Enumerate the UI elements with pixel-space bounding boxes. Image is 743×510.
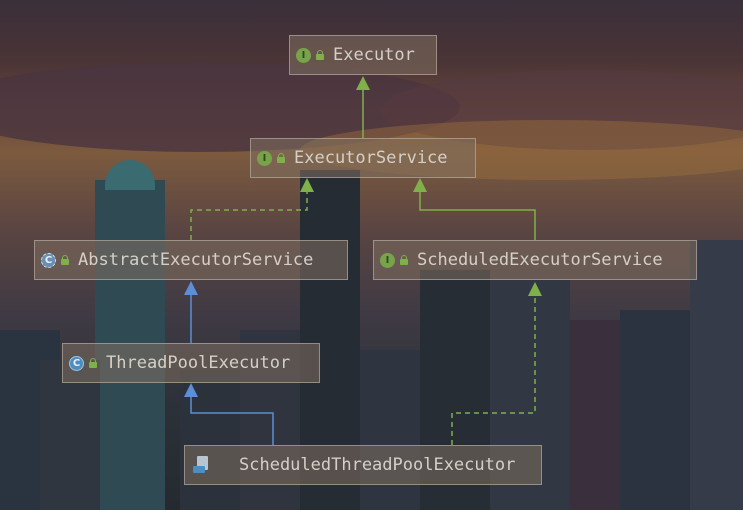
node-thread-pool-executor[interactable]: C ThreadPoolExecutor [62, 343, 320, 383]
node-label: ThreadPoolExecutor [106, 353, 291, 373]
node-label: ExecutorService [294, 148, 448, 168]
node-scheduled-thread-pool-executor[interactable]: ScheduledThreadPoolExecutor [184, 445, 542, 485]
node-executor[interactable]: I Executor [289, 35, 437, 75]
lock-icon [88, 358, 98, 368]
node-label: AbstractExecutorService [78, 250, 314, 270]
arrowhead [184, 281, 198, 295]
lock-icon [315, 50, 325, 60]
class-file-icon [193, 456, 209, 474]
edge-scheduled-thread-pool-executor-to-thread-pool-executor [184, 383, 274, 445]
edge-thread-pool-executor-to-abstract-executor-service [184, 281, 198, 343]
mountain-silhouette [380, 70, 743, 150]
arrowhead [300, 178, 314, 192]
class-icon: C [69, 355, 84, 371]
arrowhead [184, 383, 198, 397]
lock-icon [399, 255, 409, 265]
lock-icon [276, 153, 286, 163]
node-label: ScheduledThreadPoolExecutor [239, 455, 516, 475]
lock-icon [60, 255, 70, 265]
building-silhouette [620, 310, 690, 510]
arrowhead [356, 76, 370, 90]
edge-abstract-executor-service-to-executor-service [190, 178, 314, 240]
interface-icon: I [380, 252, 395, 268]
arrowhead [413, 178, 427, 192]
node-scheduled-executor-service[interactable]: I ScheduledExecutorService [373, 240, 697, 280]
node-executor-service[interactable]: I ExecutorService [250, 138, 476, 178]
building-silhouette [690, 240, 743, 510]
abstract-class-icon: C [41, 252, 56, 268]
edge-scheduled-thread-pool-executor-to-scheduled-executor-service [451, 282, 542, 445]
interface-icon: I [257, 150, 272, 166]
arrowhead [528, 282, 542, 296]
interface-icon: I [296, 47, 311, 63]
node-abstract-executor-service[interactable]: C AbstractExecutorService [34, 240, 348, 280]
node-label: ScheduledExecutorService [417, 250, 663, 270]
node-label: Executor [333, 45, 415, 65]
edge-executor-service-to-executor [356, 76, 370, 138]
edge-scheduled-executor-service-to-executor-service [413, 178, 536, 240]
building-silhouette [40, 360, 100, 510]
